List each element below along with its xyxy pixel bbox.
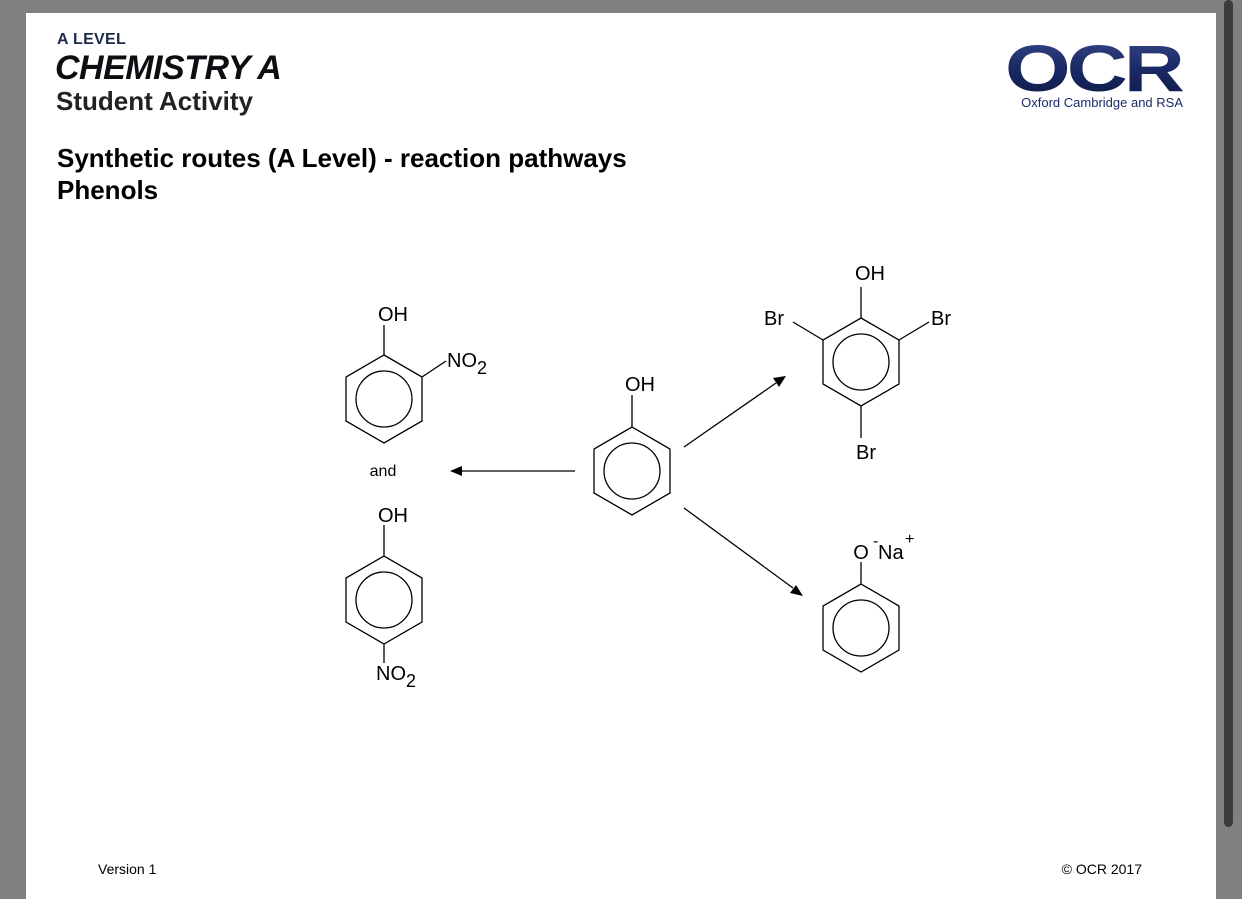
- brand-level: A LEVEL: [57, 31, 127, 48]
- tribromo-br-left-label: Br: [764, 308, 784, 330]
- logo-text: OCR: [1005, 35, 1183, 105]
- nitro-ortho-no2-label: NO: [447, 350, 477, 372]
- footer-copyright: © OCR 2017: [1061, 861, 1142, 877]
- and-label: and: [370, 463, 397, 480]
- nitro-para-oh-label: OH: [378, 505, 408, 527]
- phenoxide-o-charge: -: [873, 533, 878, 550]
- scrollbar-thumb[interactable]: [1224, 0, 1233, 827]
- nitro-ortho-oh-label: OH: [378, 304, 408, 326]
- svg-text:NO2: NO2: [447, 350, 487, 378]
- ocr-logo: OCR: [1005, 35, 1183, 105]
- logo-tagline: Oxford Cambridge and RSA: [1021, 95, 1183, 110]
- nitro-para-no2-label: NO: [376, 663, 406, 685]
- arrow-to-phenoxide: [683, 507, 794, 589]
- tribromo-br-right-label: Br: [931, 308, 951, 330]
- brand-activity: Student Activity: [56, 86, 253, 116]
- arrowhead-down-right: [790, 585, 803, 596]
- phenoxide-na-charge: +: [905, 531, 914, 548]
- page-title: Synthetic routes (A Level) - reaction pa…: [57, 142, 627, 206]
- phenol-oh-label: OH: [625, 374, 655, 396]
- 4-nitrophenol-molecule: [345, 525, 423, 663]
- arrowhead-up-right: [773, 376, 786, 387]
- tribromo-oh-label: OH: [855, 263, 885, 285]
- brand-subject: CHEMISTRY A: [55, 49, 282, 87]
- reaction-pathway-diagram: OH OH NO2 and OH NO2 OH Br Br Br O - Na …: [345, 263, 951, 691]
- svg-text:NO2: NO2: [376, 663, 416, 691]
- tribromo-br-bottom-label: Br: [856, 442, 876, 464]
- 2-nitrophenol-molecule: [345, 325, 447, 444]
- footer-version: Version 1: [98, 861, 157, 877]
- arrowhead-left: [450, 466, 462, 476]
- tribromophenol-molecule: [792, 287, 930, 438]
- nitro-ortho-no2-subscript: 2: [477, 358, 487, 378]
- phenoxide-na-label: Na: [878, 542, 904, 564]
- title-line-2: Phenols: [57, 175, 159, 205]
- nitro-para-no2-subscript: 2: [406, 671, 416, 691]
- phenoxide-o-label: O: [853, 542, 869, 564]
- sodium-phenoxide-molecule: [822, 562, 900, 673]
- arrow-to-tribromophenol: [683, 382, 777, 448]
- title-line-1: Synthetic routes (A Level) - reaction pa…: [57, 143, 627, 173]
- phenol-molecule: [593, 395, 671, 516]
- document-page: A LEVEL CHEMISTRY A Student Activity OCR…: [26, 13, 1216, 899]
